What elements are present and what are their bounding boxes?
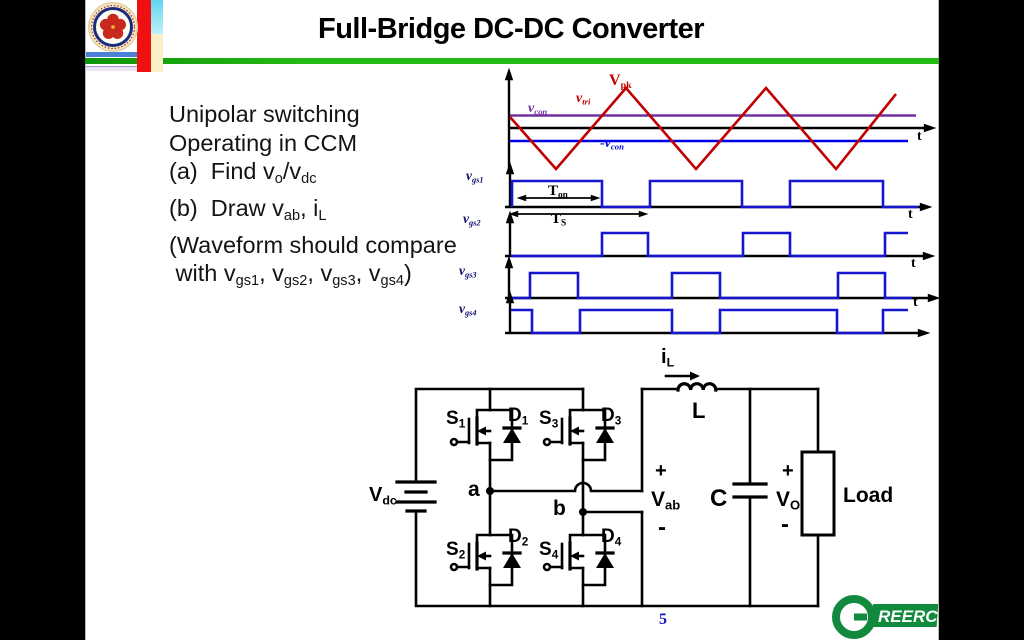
t-axis-label: t [913, 295, 918, 310]
t-axis-label: t [911, 256, 916, 271]
problem-line: with vgs1, vgs2, vgs3, vgs4) [169, 260, 412, 290]
vcon-label: vcon [528, 101, 548, 117]
slide-edge-right [938, 0, 939, 640]
greerc-text: REERC [878, 607, 938, 626]
node-b-label: b [553, 497, 566, 520]
il-arrow [664, 371, 700, 381]
vab-minus: - [658, 514, 666, 541]
pillarbox-right [939, 0, 1024, 640]
wire-a-out [488, 481, 644, 493]
header-blue-stripe [86, 52, 137, 57]
university-emblem-icon [88, 2, 138, 52]
il-label: iL [661, 346, 675, 370]
vab-label: Vab [651, 488, 681, 513]
d1-label: D1 [508, 405, 529, 428]
vtri-label: vtri [576, 91, 591, 107]
problem-line: Unipolar switching [169, 101, 360, 127]
d2-label: D2 [508, 526, 529, 549]
d3-label: D3 [601, 405, 622, 428]
vgs1-label: vgs1 [466, 168, 484, 185]
inductor-label: L [692, 398, 706, 423]
vo-label: VO [776, 488, 801, 513]
neg-vcon-label: -vcon [600, 136, 624, 152]
pillarbox-left [0, 0, 85, 640]
s4-label: S4 [539, 539, 559, 562]
problem-line: (Waveform should compare [169, 231, 457, 258]
greerc-logo: REERC [832, 595, 938, 639]
s3-label: S3 [539, 408, 559, 431]
problem-line: Operating in CCM [169, 129, 358, 156]
t-axis-label: t [917, 129, 922, 144]
vgs3-label: vgs3 [459, 263, 477, 280]
ton-label: Ton [548, 183, 568, 201]
load-label: Load [843, 484, 894, 507]
capacitor-label: C [710, 485, 728, 512]
problem-line: (a) Find vo/vdc [169, 158, 317, 188]
problem-line: (b) Draw vab, iL [169, 194, 327, 224]
vgs2-label: vgs2 [463, 211, 481, 228]
header-lavender-stripe [86, 66, 137, 71]
load-resistor [800, 387, 836, 608]
slide-edge-left [85, 0, 86, 640]
vpk-label: Vpk [609, 72, 632, 91]
node-a-label: a [468, 478, 480, 501]
vab-plus: + [655, 460, 667, 482]
vgs4-label: vgs4 [459, 301, 477, 318]
capacitor-c [732, 387, 768, 608]
node-b [579, 508, 587, 516]
node-a [486, 487, 494, 495]
header-yellow-bar [151, 34, 163, 72]
header-cyan-bar [151, 0, 163, 34]
s2-label: S2 [446, 539, 466, 562]
page-number: 5 [659, 611, 667, 628]
slide-title: Full-Bridge DC-DC Converter [318, 13, 705, 45]
d4-label: D4 [601, 526, 622, 549]
ts-label: TS [551, 211, 567, 229]
header-green-stripe [85, 58, 939, 64]
vo-plus: + [782, 460, 794, 482]
header-red-bar [137, 0, 151, 72]
vo-minus: - [781, 511, 789, 538]
inductor-coil [676, 382, 718, 392]
problem-text: Unipolar switching Operating in CCM (a) … [169, 100, 457, 296]
t-axis-label: t [908, 207, 913, 222]
vdc-label: Vdc [369, 484, 397, 508]
s1-label: S1 [446, 408, 466, 431]
